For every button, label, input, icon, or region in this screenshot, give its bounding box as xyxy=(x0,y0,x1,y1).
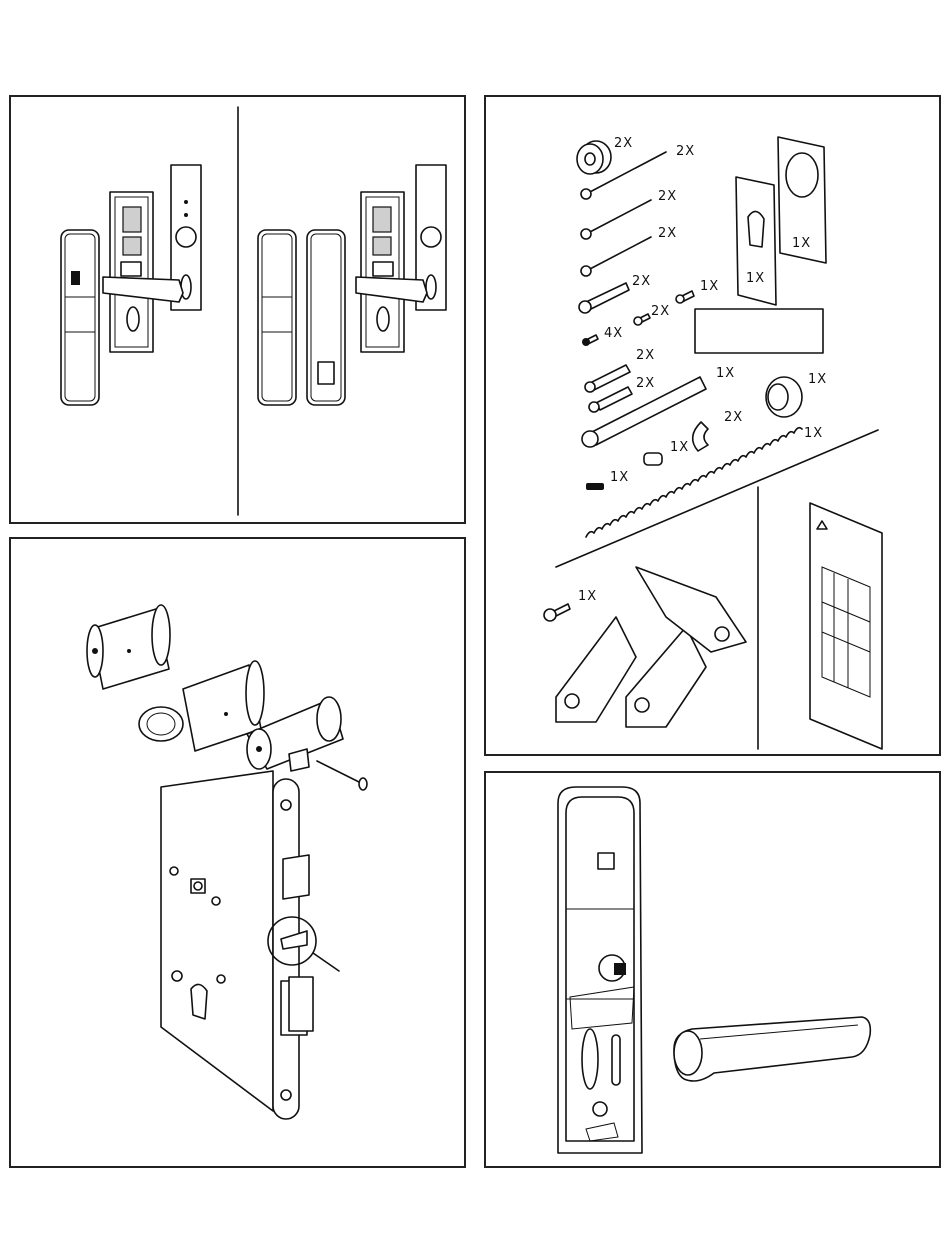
long-screw-2 xyxy=(581,200,651,239)
mortise-panel xyxy=(9,537,466,1168)
qty-small-screw-a: 2X xyxy=(651,304,670,319)
keypad-panel-right xyxy=(258,230,296,405)
qty-small-screw-b: 1X xyxy=(700,279,719,294)
door-lever xyxy=(674,1017,870,1081)
qty-small-spring: 1X xyxy=(610,470,629,485)
qty-bushing: 1X xyxy=(670,440,689,455)
variants-panel xyxy=(9,95,466,524)
key-cylinder xyxy=(87,605,170,689)
small-bushing xyxy=(644,453,662,465)
thumbturn-cylinder xyxy=(139,661,264,751)
tiny-screw xyxy=(582,335,598,346)
inner-escutcheon xyxy=(558,787,642,1153)
stud-1 xyxy=(585,365,630,392)
lock-body-left xyxy=(103,165,201,352)
qty-tiny-screw: 4X xyxy=(604,326,623,341)
lock-body-right xyxy=(356,165,446,352)
reader-panel-right xyxy=(307,230,345,405)
qty-coil-spring: 1X xyxy=(804,426,823,441)
qty-clip: 2X xyxy=(724,410,743,425)
assembled-illustration xyxy=(486,773,943,1170)
label-box xyxy=(695,309,823,353)
qty-long-screw-3: 2X xyxy=(658,226,677,241)
mortise-case xyxy=(161,771,313,1119)
hex-standoff xyxy=(579,283,629,313)
qty-sleeve-ring: 1X xyxy=(808,372,827,387)
qty-long-screw-1: 2X xyxy=(676,144,695,159)
latch-bolt xyxy=(283,855,309,899)
qty-spacer: 2X xyxy=(614,136,633,151)
qty-escutcheon-1: 1X xyxy=(746,271,765,286)
qty-spindle: 1X xyxy=(716,366,735,381)
mortise-illustration xyxy=(11,539,468,1170)
indicator-window xyxy=(598,853,614,869)
qty-escutcheon-2: 1X xyxy=(792,236,811,251)
parts-panel: 2X 2X 2X 2X 2X 2X 1X 4X 1X 1X 2X xyxy=(484,95,941,756)
long-screw-3 xyxy=(581,237,651,276)
small-screw-b xyxy=(676,291,694,303)
mounting-backplate xyxy=(810,503,882,749)
variants-illustration xyxy=(11,97,468,526)
qty-stud-1: 2X xyxy=(636,348,655,363)
holder-screw xyxy=(544,604,570,621)
small-screw-a xyxy=(634,314,650,325)
keypad-panel-left xyxy=(61,230,99,405)
qty-holder-screw: 1X xyxy=(578,589,597,604)
stud-2 xyxy=(589,387,632,412)
cylinder-fixing-screw xyxy=(317,761,367,790)
assembled-panel xyxy=(484,771,941,1168)
retaining-clip xyxy=(693,422,708,451)
small-spring xyxy=(586,483,604,490)
qty-hex-standoff: 2X xyxy=(632,274,651,289)
parts-illustration: 2X 2X 2X 2X 2X 2X 1X 4X 1X 1X 2X xyxy=(486,97,943,758)
spacer-part xyxy=(577,141,611,174)
qty-stud-2: 2X xyxy=(636,376,655,391)
qty-long-screw-2: 2X xyxy=(658,189,677,204)
sleeve-ring xyxy=(766,377,802,417)
